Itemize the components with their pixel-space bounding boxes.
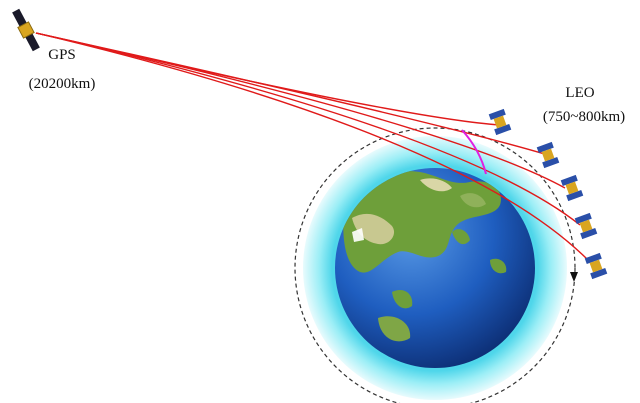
leo-altitude-label: (750~800km) bbox=[542, 109, 626, 125]
signal-rays bbox=[35, 32, 591, 263]
earth-landmasses bbox=[343, 170, 507, 342]
leo-satellite-icon bbox=[560, 174, 584, 202]
gps-satellite-icon bbox=[12, 8, 40, 52]
leo-satellite-icon bbox=[488, 108, 512, 136]
gps-label: GPS bbox=[48, 47, 76, 63]
tangent-point-arc bbox=[461, 129, 487, 175]
signal-ray bbox=[35, 32, 591, 263]
leo-orbit bbox=[294, 127, 576, 403]
signal-ray bbox=[35, 32, 566, 189]
gps-altitude-label: (20200km) bbox=[28, 76, 96, 92]
leo-satellite-icon bbox=[536, 141, 560, 169]
orbit-direction-arrow-icon bbox=[570, 272, 578, 282]
leo-satellite-icon bbox=[574, 212, 598, 240]
signal-ray bbox=[35, 32, 581, 226]
leo-label: LEO bbox=[565, 85, 595, 101]
leo-satellite-icon bbox=[584, 252, 608, 280]
